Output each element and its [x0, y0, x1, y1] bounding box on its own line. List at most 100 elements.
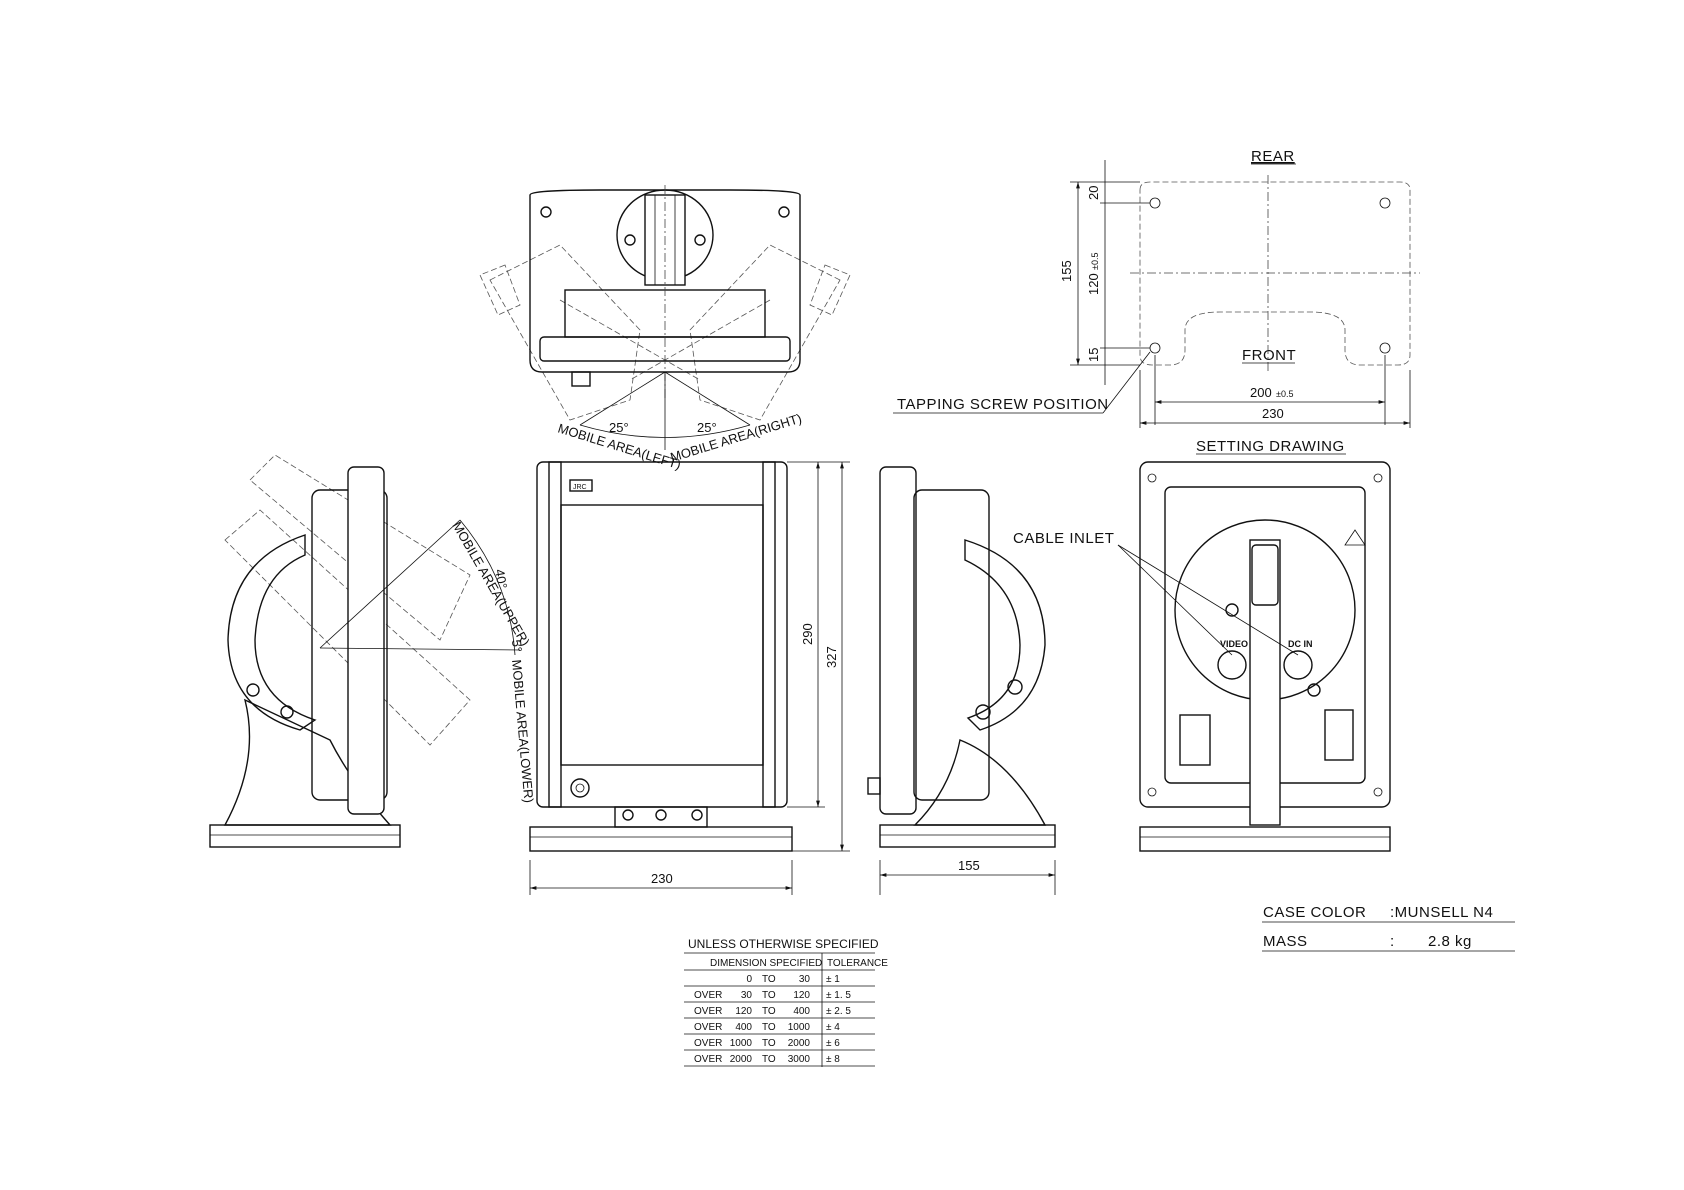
tolerance-cell-tol: ± 4 [826, 1022, 840, 1033]
right-side-view: 155 [867, 466, 1056, 895]
right-stand-arm [964, 539, 1046, 731]
tolerance-table: UNLESS OTHERWISE SPECIFIED DIMENSION SPE… [684, 937, 888, 1067]
tolerance-cell-tol: ± 8 [826, 1054, 840, 1065]
front-frame [536, 461, 788, 808]
hole-bl [1149, 342, 1161, 354]
mass-value: 2.8 kg [1428, 933, 1472, 950]
angle-left-value: 25° [609, 420, 629, 435]
front-stand-neck [614, 806, 708, 828]
front-base [529, 826, 793, 852]
left-knob-2 [280, 705, 294, 719]
mobile-area-upper-label: MOBILE AREA(UPPER) [449, 519, 532, 649]
setting-drawing-label: SETTING DRAWING [1196, 438, 1345, 455]
front-height-total-dim: 327 [824, 646, 839, 668]
rear-label-plate-left [1179, 714, 1211, 766]
front-height-body-dim: 290 [800, 623, 815, 645]
tolerance-cell-to: TO [762, 1006, 776, 1017]
rear-mid-dim: 120 [1086, 273, 1101, 295]
tapping-screw-label: TAPPING SCREW POSITION [897, 396, 1109, 413]
specs-block: CASE COLOR :MUNSELL N4 MASS : 2.8 kg [1262, 904, 1515, 952]
video-label: VIDEO [1220, 639, 1248, 649]
right-display-face [879, 466, 917, 815]
tolerance-cell-prefix: OVER [694, 1038, 722, 1049]
rear-total-dim: 155 [1059, 260, 1074, 282]
tolerance-cell-from: 1000 [730, 1038, 753, 1049]
tolerance-header-dim: DIMENSION SPECIFIED [710, 958, 822, 969]
rear-bottom-dim: 15 [1086, 348, 1101, 362]
angle-right-value: 25° [697, 420, 717, 435]
tolerance-cell-tol: ± 1 [826, 974, 840, 985]
left-stand-base [209, 824, 401, 848]
rear-full-view: VIDEO DC IN CABLE INLET [1013, 461, 1391, 852]
hole-span-dim: 200 [1250, 385, 1272, 400]
top-view-knob-left [624, 234, 636, 246]
front-view: JRC 230 290 327 [529, 461, 850, 895]
hole-br [1379, 342, 1391, 354]
dc-in-label: DC IN [1288, 639, 1313, 649]
left-display-face [347, 466, 385, 815]
tolerance-cell-from: 0 [746, 974, 752, 985]
top-view-body [529, 189, 801, 373]
case-color-value: :MUNSELL N4 [1390, 904, 1493, 921]
tolerance-cell-from: 30 [741, 990, 753, 1001]
tolerance-cell-tol: ± 2. 5 [826, 1006, 851, 1017]
top-view: 25° 25° MOBILE AREA(LEFT) MOBILE AREA(RI… [479, 185, 851, 472]
top-view-knob-right [694, 234, 706, 246]
tolerance-cell-from: 120 [735, 1006, 752, 1017]
rear-label: REAR [1251, 148, 1295, 165]
side-depth-dim: 155 [958, 858, 980, 873]
rear-top-dim: 20 [1086, 186, 1101, 200]
mass-separator: : [1390, 933, 1395, 950]
tolerance-cell-to: TO [762, 1054, 776, 1065]
tolerance-cell-prefix: OVER [694, 990, 722, 1001]
mobile-area-lower-label: MOBILE AREA(LOWER) [509, 659, 536, 804]
tolerance-cell-to: TO [762, 1038, 776, 1049]
dc-in-connector [1283, 650, 1313, 680]
tolerance-cell-prefix: OVER [694, 1054, 722, 1065]
tolerance-cell-upto: 1000 [788, 1022, 811, 1033]
top-view-screw-left [540, 206, 552, 218]
mobile-area-right-label: MOBILE AREA(RIGHT) [668, 411, 803, 465]
tolerance-cell-to: TO [762, 990, 776, 1001]
setting-drawing: REAR FRONT 155 20 120 ±0.5 15 200 ±0.5 2… [893, 148, 1420, 455]
top-view-swivel-ghosts [479, 244, 851, 421]
top-view-screw-right [778, 206, 790, 218]
tolerance-cell-prefix: OVER [694, 1022, 722, 1033]
rear-mid-tol: ±0.5 [1090, 253, 1100, 270]
front-logo-box [569, 479, 593, 492]
angle-upper-value: 40° [492, 568, 510, 590]
left-knob-1 [246, 683, 260, 697]
tilt-arc [459, 519, 516, 656]
top-view-connector [571, 371, 591, 387]
angle-lower-value: 5° [509, 639, 525, 653]
front-label: FRONT [1242, 347, 1296, 364]
front-screen [560, 504, 764, 766]
rear-label-plate-right [1324, 709, 1354, 761]
rear-width-dim: 230 [1262, 406, 1284, 421]
front-logo: JRC [573, 484, 587, 491]
front-right-rail [762, 461, 776, 808]
front-left-rail [548, 461, 562, 808]
tolerance-cell-upto: 120 [793, 990, 810, 1001]
left-side-view: 40° MOBILE AREA(UPPER) 5° MOBILE AREA(LO… [209, 454, 536, 848]
right-display-housing [913, 489, 990, 801]
tolerance-cell-from: 400 [735, 1022, 752, 1033]
case-color-label: CASE COLOR [1263, 904, 1366, 921]
tolerance-cell-prefix: OVER [694, 1006, 722, 1017]
base-outline [1139, 181, 1411, 366]
rear-base [1139, 826, 1391, 852]
right-knob-1 [1007, 679, 1023, 695]
right-connector [867, 777, 881, 795]
right-knob-2 [975, 704, 991, 720]
tolerance-cell-tol: ± 6 [826, 1038, 840, 1049]
tolerance-cell-to: TO [762, 1022, 776, 1033]
tolerance-cell-to: TO [762, 974, 776, 985]
front-width-dim: 230 [651, 871, 673, 886]
tolerance-cell-upto: 400 [793, 1006, 810, 1017]
front-power-knob [570, 778, 590, 798]
tolerance-cell-tol: ± 1. 5 [826, 990, 851, 1001]
tolerance-cell-upto: 3000 [788, 1054, 811, 1065]
rear-warning-icon [1344, 529, 1366, 546]
right-stand-neck [913, 739, 1047, 826]
